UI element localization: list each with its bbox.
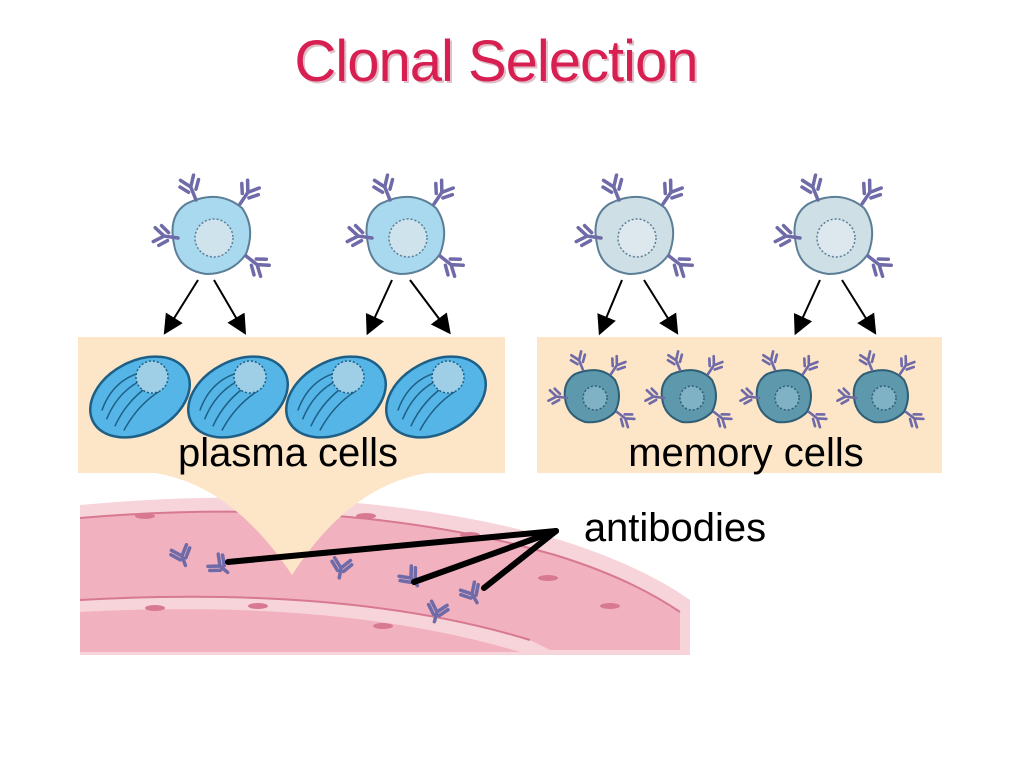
memory-cell-4 xyxy=(835,349,927,431)
b-cell-2 xyxy=(345,172,467,281)
b-cell-4 xyxy=(773,172,895,281)
plasma-cell-3 xyxy=(284,355,388,439)
division-arrows xyxy=(163,279,877,336)
plasma-cell-2 xyxy=(186,355,290,439)
memory-cell-3 xyxy=(738,349,830,431)
title-shadow: Clonal Selection xyxy=(296,31,699,96)
antibody-pointer-lines xyxy=(225,528,559,591)
memory-cell-1 xyxy=(546,349,638,431)
b-cell-1 xyxy=(151,172,273,281)
memory-cells-label: memory cells xyxy=(628,431,864,475)
b-cell-3 xyxy=(574,172,696,281)
plasma-cells-label: plasma cells xyxy=(178,431,398,475)
plasma-cell-1 xyxy=(88,355,192,439)
antibodies-label: antibodies xyxy=(584,506,766,550)
memory-cell-2 xyxy=(643,349,735,431)
page-title: Clonal Selection xyxy=(294,29,697,94)
plasma-cell-4 xyxy=(384,355,488,439)
